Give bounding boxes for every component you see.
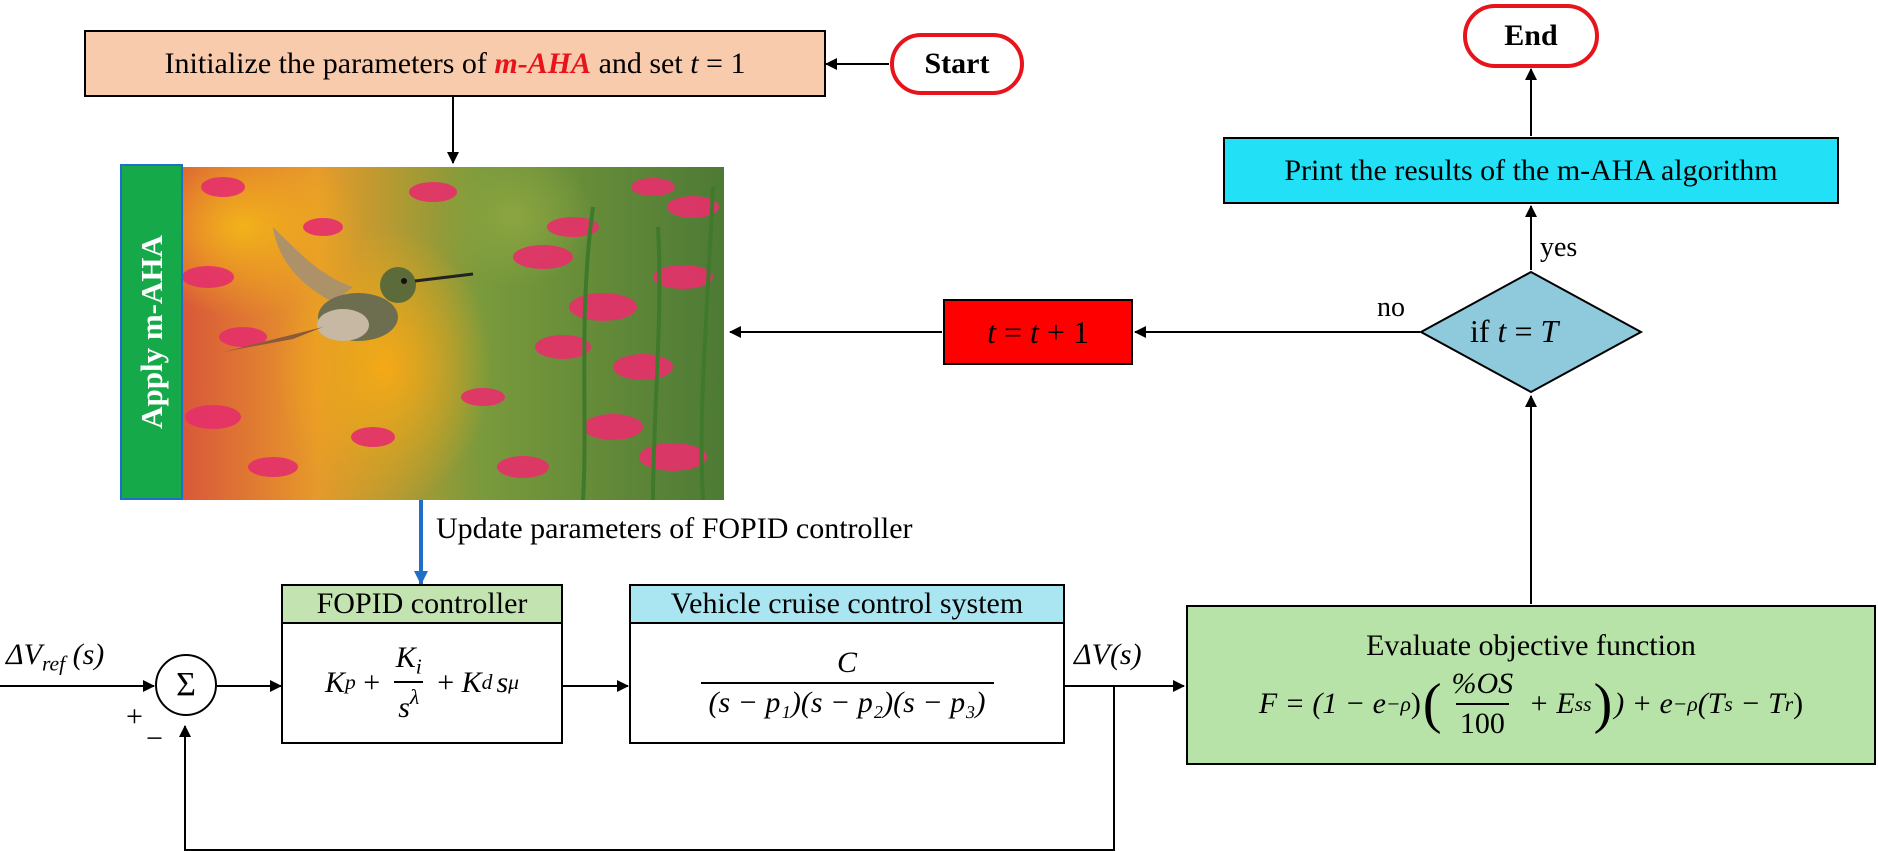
vehicle-body: C (s − p₁)(s − p₂)(s − p₃): [629, 622, 1065, 744]
decision-text: if t = T: [1470, 313, 1558, 350]
fopid-s2: s: [496, 665, 509, 699]
objective-formula-right: (T: [1697, 687, 1725, 720]
objective-rho2: −ρ: [1672, 691, 1698, 716]
decision-eq: =: [1506, 313, 1541, 349]
objective-minus: − T: [1732, 687, 1785, 720]
objective-formula-mid: ) + e: [1614, 687, 1673, 720]
iteration-plus: + 1: [1038, 313, 1089, 350]
objective-ess-sub: ss: [1574, 691, 1592, 716]
output-signal-label: ΔV(s): [1074, 638, 1142, 672]
fopid-plus1: +: [355, 665, 388, 699]
input-signal-label: ΔVref (s): [6, 638, 104, 676]
init-suffix: and set: [591, 46, 691, 80]
fopid-plus2: +: [429, 665, 462, 699]
objective-frac-den: 100: [1455, 703, 1509, 741]
vehicle-denominator: (s − p₁)(s − p₂)(s − p₃): [700, 682, 994, 720]
objective-paren: ): [1410, 687, 1421, 720]
fopid-header-label: FOPID controller: [316, 587, 528, 620]
fopid-ki-sub: i: [415, 654, 422, 679]
iteration-text: t = t + 1: [987, 314, 1089, 351]
vehicle-header: Vehicle cruise control system: [629, 584, 1065, 624]
fopid-kp: K: [324, 665, 345, 699]
init-box: Initialize the parameters of m-AHA and s…: [84, 30, 826, 97]
print-results-label: Print the results of the m-AHA algorithm: [1284, 153, 1778, 187]
objective-formula-left: F = (1 − e: [1258, 687, 1386, 720]
iteration-box: t = t + 1: [943, 299, 1133, 365]
vehicle-transfer-function: C (s − p₁)(s − p₂)(s − p₃): [700, 646, 994, 720]
objective-ts-sub: s: [1724, 691, 1733, 716]
iteration-lhs: t: [987, 313, 996, 350]
feedback-loop: [179, 686, 1115, 851]
fopid-lambda: λ: [409, 685, 420, 710]
apply-bar: Apply m-AHA: [120, 164, 183, 500]
init-text: Initialize the parameters of m-AHA and s…: [165, 47, 746, 81]
decision-prefix: if: [1470, 313, 1498, 349]
vehicle-header-label: Vehicle cruise control system: [670, 587, 1024, 620]
input-arg: (s): [65, 638, 105, 671]
vehicle-numerator: C: [836, 646, 857, 679]
objective-title: Evaluate objective function: [1366, 629, 1696, 662]
objective-open-paren: (: [1422, 673, 1442, 735]
hummingbird-image: [183, 167, 724, 500]
decision-diamond: [1418, 270, 1644, 394]
flowers-and-bird: [183, 177, 719, 500]
fopid-ki: K: [395, 640, 416, 674]
objective-close: ): [1793, 687, 1804, 720]
update-label: Update parameters of FOPID controller: [436, 512, 913, 545]
objective-ess: + E: [1521, 687, 1575, 720]
objective-box: Evaluate objective function F = (1 − e−ρ…: [1186, 605, 1876, 765]
print-results-box: Print the results of the m-AHA algorithm: [1223, 137, 1839, 204]
end-terminal: End: [1463, 4, 1599, 68]
summer-symbol: Σ: [176, 666, 196, 703]
start-terminal: Start: [890, 33, 1024, 95]
objective-close-big-paren: ): [1593, 673, 1613, 735]
fopid-header: FOPID controller: [281, 584, 563, 624]
decision-var: t: [1497, 313, 1507, 349]
summer-plus: +: [126, 700, 143, 733]
summing-junction: Σ: [155, 654, 217, 716]
hummingbird: [223, 227, 474, 352]
decision-rhs: T: [1540, 313, 1559, 349]
init-var: t: [690, 46, 699, 80]
fopid-integral-fraction: Ki sλ: [392, 641, 426, 725]
objective-fraction: %OS 100: [1448, 667, 1518, 741]
objective-frac-num: %OS: [1451, 667, 1514, 700]
init-eq: = 1: [698, 46, 746, 80]
summer-minus: −: [146, 722, 163, 755]
init-alg-name: m-AHA: [494, 46, 592, 80]
init-prefix: Initialize the parameters of: [164, 46, 495, 80]
branch-no-label: no: [1377, 292, 1405, 323]
input-sub: ref: [41, 651, 66, 676]
output-delta: ΔV: [1074, 638, 1110, 671]
fopid-kd: K: [461, 665, 482, 699]
input-delta: ΔV: [6, 638, 42, 671]
objective-tr-sub: r: [1784, 691, 1794, 716]
iteration-eq: =: [995, 313, 1030, 350]
fopid-s: s: [398, 691, 410, 725]
objective-rho1: −ρ: [1385, 691, 1411, 716]
branch-yes-label: yes: [1540, 232, 1578, 263]
apply-label: Apply m-AHA: [133, 235, 169, 429]
fopid-kp-sub: p: [345, 670, 356, 695]
end-label: End: [1504, 19, 1558, 52]
iteration-rhs: t: [1030, 313, 1039, 350]
output-arg: (s): [1109, 638, 1142, 671]
start-label: Start: [924, 47, 990, 80]
fopid-mu: μ: [508, 670, 519, 695]
fopid-kd-sub: d: [481, 670, 493, 695]
